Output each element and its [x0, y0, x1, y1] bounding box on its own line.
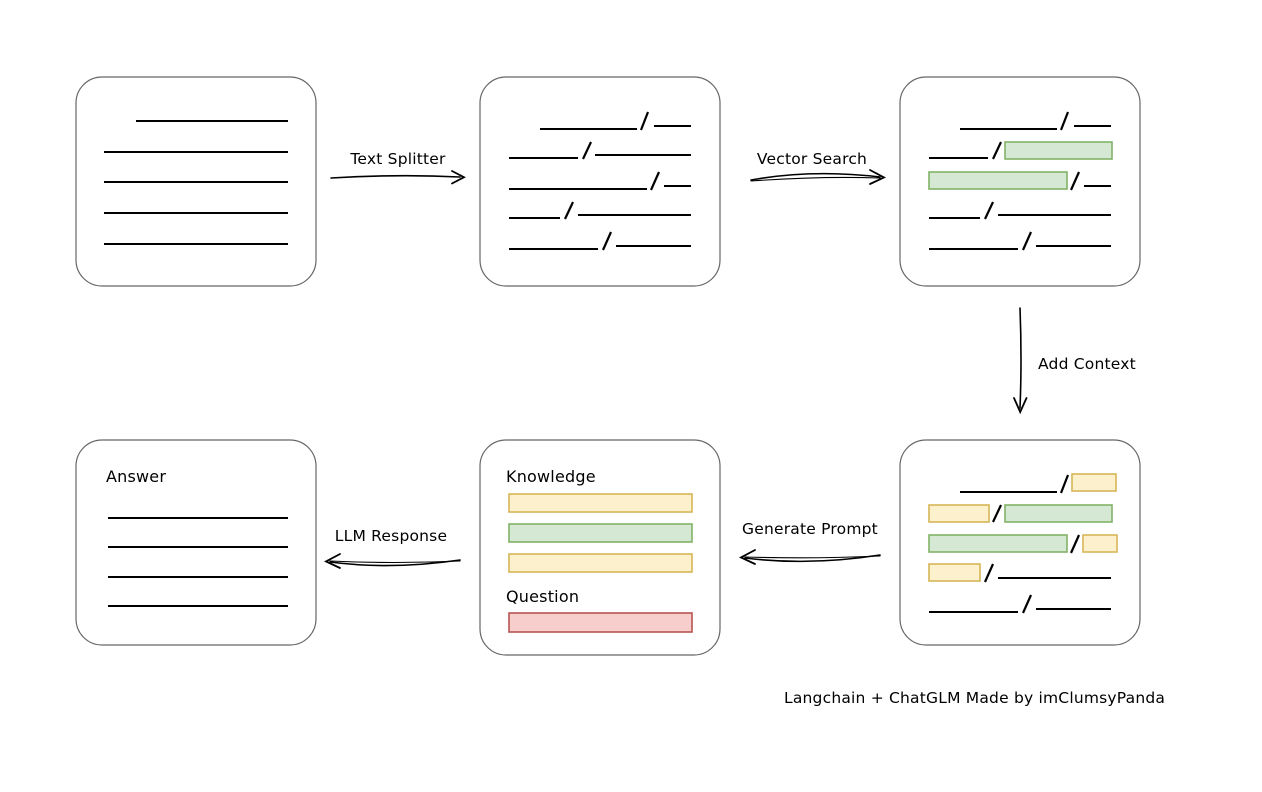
node-split-document[interactable]	[479, 76, 721, 287]
context-document-lines	[928, 473, 1118, 614]
edge-text-splitter-label: Text Splitter	[349, 150, 446, 168]
node-matched-document[interactable]	[899, 76, 1141, 287]
highlight-yellow-context	[1082, 534, 1118, 553]
split-document-lines	[509, 111, 691, 251]
question-bar-red	[508, 612, 693, 633]
footer-credit: Langchain + ChatGLM Made by imClumsyPand…	[784, 689, 1165, 707]
highlight-green-chunk	[1004, 141, 1113, 160]
question-label: Question	[506, 587, 579, 606]
matched-document-lines	[928, 111, 1113, 251]
knowledge-label: Knowledge	[506, 467, 596, 486]
node-prompt-box[interactable]: Knowledge Question	[479, 439, 721, 656]
edge-generate-prompt[interactable]: Generate Prompt	[738, 520, 881, 565]
answer-label: Answer	[106, 467, 166, 486]
highlight-green-chunk	[928, 171, 1068, 190]
edge-generate-prompt-label: Generate Prompt	[742, 520, 878, 538]
edge-vector-search-label: Vector Search	[757, 150, 867, 168]
knowledge-bar-green	[508, 523, 693, 543]
edge-vector-search[interactable]: Vector Search	[750, 150, 887, 185]
split-document-box[interactable]	[479, 76, 721, 287]
source-document-lines	[104, 120, 288, 245]
edge-add-context-label: Add Context	[1038, 355, 1136, 373]
node-source-document[interactable]	[75, 76, 317, 287]
answer-lines	[108, 517, 288, 607]
edge-llm-response[interactable]: LLM Response	[323, 527, 461, 569]
knowledge-bars	[508, 493, 693, 573]
knowledge-bar-yellow	[508, 553, 693, 573]
highlight-yellow-context	[928, 504, 990, 523]
edge-llm-response-label: LLM Response	[335, 527, 447, 545]
highlight-green-chunk	[1004, 504, 1113, 523]
knowledge-bar-yellow	[508, 493, 693, 513]
node-answer-box[interactable]: Answer	[75, 439, 317, 646]
edge-text-splitter[interactable]: Text Splitter	[330, 150, 466, 185]
question-bars	[508, 612, 693, 633]
highlight-green-chunk	[928, 534, 1068, 553]
highlight-yellow-context	[1071, 473, 1117, 492]
highlight-yellow-context	[928, 563, 981, 582]
node-context-document[interactable]	[899, 439, 1141, 646]
answer-box[interactable]	[75, 439, 317, 646]
edge-add-context[interactable]: Add Context	[1013, 307, 1136, 415]
